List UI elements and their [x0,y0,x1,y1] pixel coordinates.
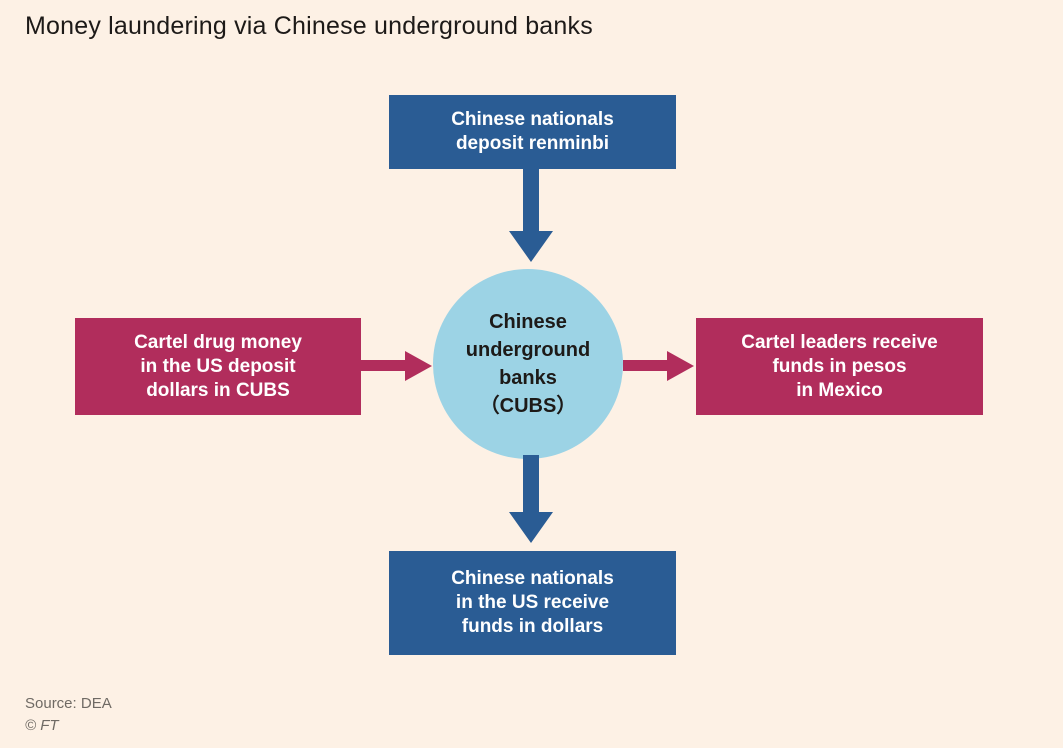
copyright-label: © FT [25,717,59,734]
source-label: Source: DEA [25,695,112,712]
arrow-down-top-shaft [523,169,539,231]
arrow-right-right-icon [667,351,694,381]
arrow-right-left-icon [405,351,432,381]
arrow-down-bottom-shaft [523,455,539,512]
node-chinese-underground-banks: Chinese underground banks （CUBS） [433,269,623,459]
node-cartel-drug-money: Cartel drug money in the US deposit doll… [75,318,361,415]
node-chinese-nationals-receive: Chinese nationals in the US receive fund… [389,551,676,655]
page-title: Money laundering via Chinese underground… [25,12,593,40]
footer: Source: DEA © FT [25,693,112,737]
node-chinese-nationals-deposit: Chinese nationals deposit renminbi [389,95,676,169]
arrow-down-top-icon [509,231,553,262]
node-cartel-leaders-receive: Cartel leaders receive funds in pesos in… [696,318,983,415]
arrow-right-right-shaft [623,360,667,371]
arrow-down-bottom-icon [509,512,553,543]
arrow-right-left-shaft [361,360,405,371]
